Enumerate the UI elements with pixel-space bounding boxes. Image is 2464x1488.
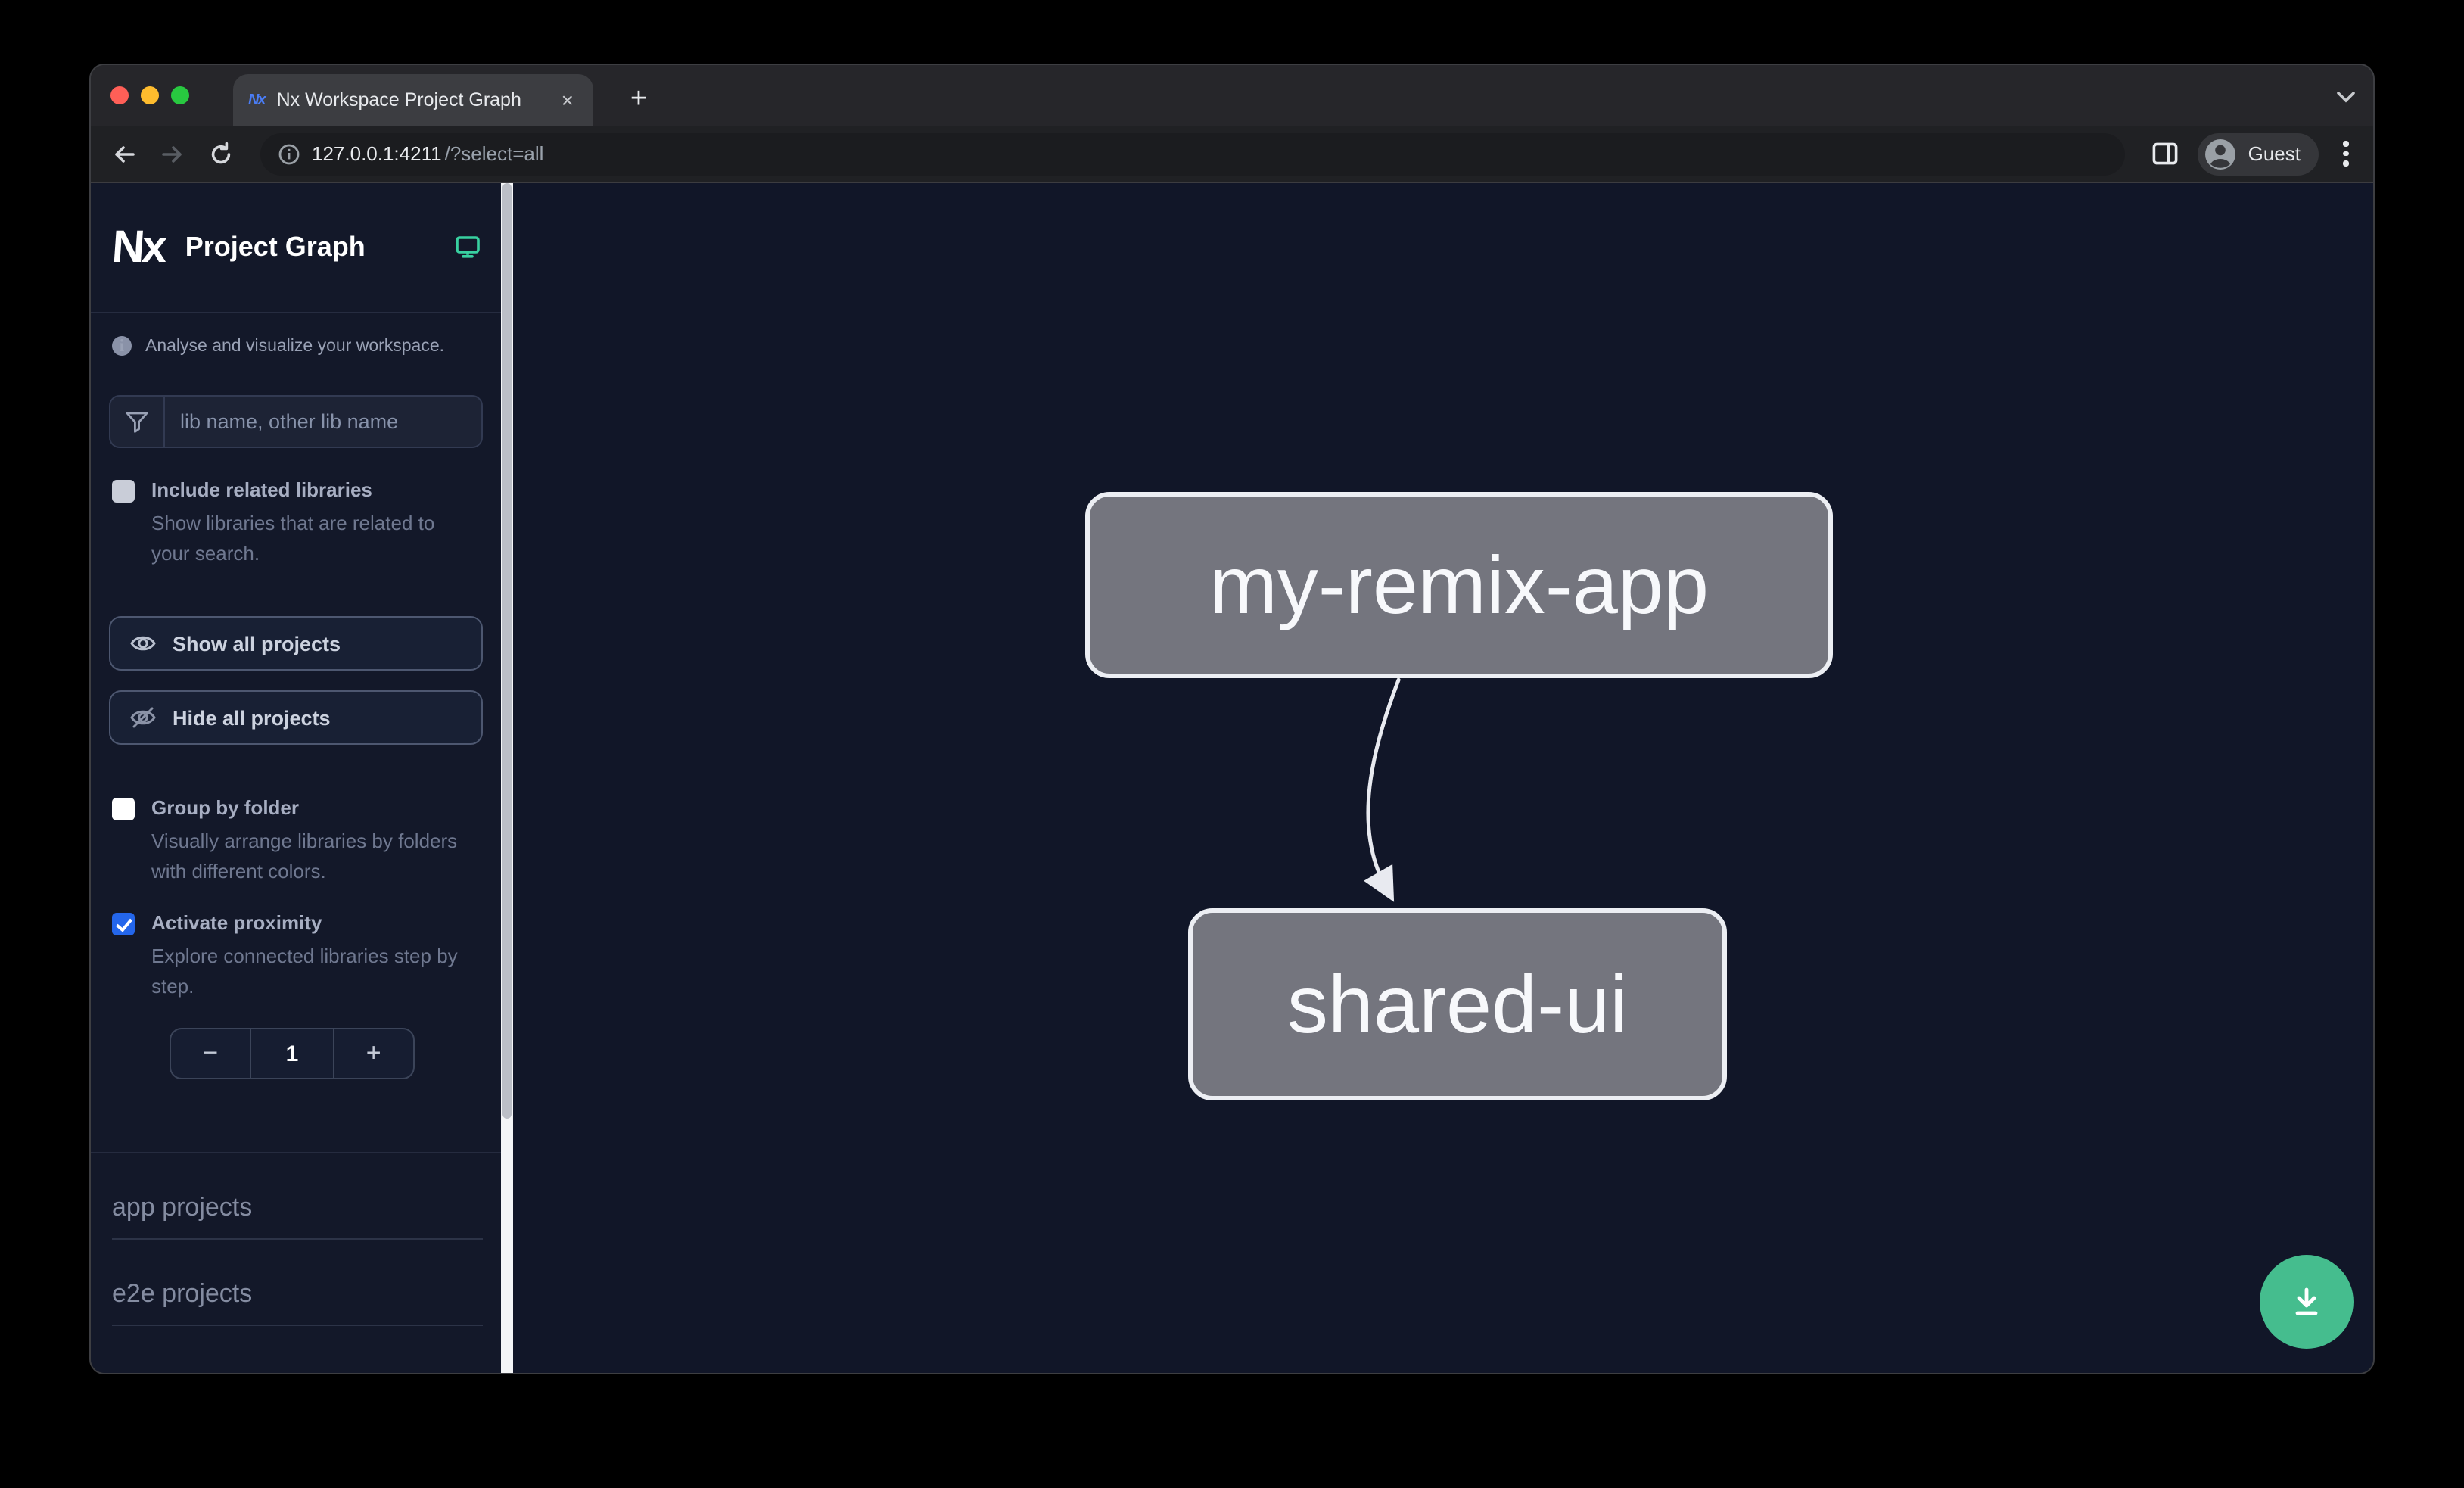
- increment-button[interactable]: +: [332, 1029, 413, 1078]
- url-host: 127.0.0.1:4211: [312, 142, 442, 165]
- eye-off-icon: [130, 707, 156, 728]
- decrement-button[interactable]: −: [171, 1029, 252, 1078]
- sidebar-scrollbar: [501, 183, 513, 1373]
- zoom-window-button[interactable]: [171, 86, 189, 104]
- workspace-tagline: i Analyse and visualize your workspace.: [91, 313, 501, 356]
- address-bar[interactable]: 127.0.0.1:4211 /?select=all: [260, 132, 2126, 175]
- nx-logo: Nx: [110, 222, 166, 272]
- download-icon: [2295, 1287, 2318, 1315]
- sidebar: Nx Project Graph i Analyse and visualize…: [91, 183, 501, 1373]
- section-app-projects[interactable]: app projects: [112, 1153, 483, 1240]
- tab-title: Nx Workspace Project Graph: [276, 89, 521, 111]
- forward-icon[interactable]: [151, 132, 194, 175]
- activate-proximity-checkbox[interactable]: [112, 913, 135, 935]
- monitor-icon[interactable]: [456, 236, 480, 259]
- new-tab-button[interactable]: +: [630, 83, 648, 115]
- include-related-option: Include related libraries Show libraries…: [91, 448, 501, 569]
- download-image-button[interactable]: [2260, 1255, 2354, 1349]
- minimize-window-button[interactable]: [141, 86, 159, 104]
- url-path: /?select=all: [444, 142, 544, 165]
- show-all-projects-button[interactable]: Show all projects: [109, 616, 483, 671]
- activate-proximity-description: Explore connected libraries step by step…: [151, 945, 458, 998]
- section-e2e-projects[interactable]: e2e projects: [112, 1240, 483, 1326]
- browser-toolbar: 127.0.0.1:4211 /?select=all Guest: [91, 126, 2373, 183]
- site-info-icon[interactable]: [278, 143, 300, 164]
- nx-favicon-icon: Nx: [248, 92, 266, 108]
- divider: [91, 1152, 501, 1153]
- menu-kebab-icon[interactable]: [2343, 141, 2349, 167]
- profile-label: Guest: [2248, 142, 2301, 165]
- tab-strip: Nx Nx Workspace Project Graph × +: [91, 65, 2373, 126]
- reload-icon[interactable]: [200, 132, 242, 175]
- group-by-folder-option: Group by folder Visually arrange librari…: [91, 745, 501, 887]
- filter-input[interactable]: [165, 410, 481, 433]
- tab-close-icon[interactable]: ×: [561, 88, 574, 112]
- project-graph-canvas[interactable]: my-remix-app shared-ui: [513, 183, 2373, 1373]
- browser-window: Nx Nx Workspace Project Graph × + 127.0: [89, 64, 2375, 1374]
- stepper-value: 1: [285, 1041, 299, 1066]
- profile-button[interactable]: Guest: [2198, 132, 2319, 175]
- back-icon[interactable]: [103, 132, 145, 175]
- sidebar-header: Nx Project Graph: [91, 183, 501, 313]
- proximity-stepper: − 1 +: [170, 1028, 415, 1079]
- group-by-folder-checkbox[interactable]: [112, 798, 135, 820]
- include-related-description: Show libraries that are related to your …: [151, 512, 435, 565]
- eye-icon: [130, 636, 156, 651]
- activate-proximity-label: Activate proximity: [151, 911, 322, 934]
- chevron-down-icon[interactable]: [2337, 83, 2355, 111]
- page-title: Project Graph: [185, 232, 366, 262]
- hide-all-projects-button[interactable]: Hide all projects: [109, 690, 483, 745]
- window-controls: [110, 86, 189, 104]
- info-icon: i: [112, 336, 132, 356]
- activate-proximity-option: Activate proximity Explore connected lib…: [91, 887, 501, 1002]
- close-window-button[interactable]: [110, 86, 129, 104]
- avatar-icon: [2205, 139, 2236, 169]
- include-related-label: Include related libraries: [151, 478, 372, 501]
- filter-box: [109, 395, 483, 448]
- browser-tab[interactable]: Nx Nx Workspace Project Graph ×: [233, 74, 593, 126]
- include-related-checkbox[interactable]: [112, 480, 135, 503]
- dependency-edge: [1364, 677, 1401, 902]
- filter-funnel-icon: [110, 397, 165, 447]
- group-by-folder-description: Visually arrange libraries by folders wi…: [151, 830, 458, 883]
- graph-node-my-remix-app[interactable]: my-remix-app: [1085, 492, 1833, 678]
- group-by-folder-label: Group by folder: [151, 796, 299, 819]
- scrollbar-thumb[interactable]: [502, 183, 512, 1119]
- graph-node-shared-ui[interactable]: shared-ui: [1188, 908, 1727, 1100]
- side-panel-icon[interactable]: [2144, 132, 2186, 175]
